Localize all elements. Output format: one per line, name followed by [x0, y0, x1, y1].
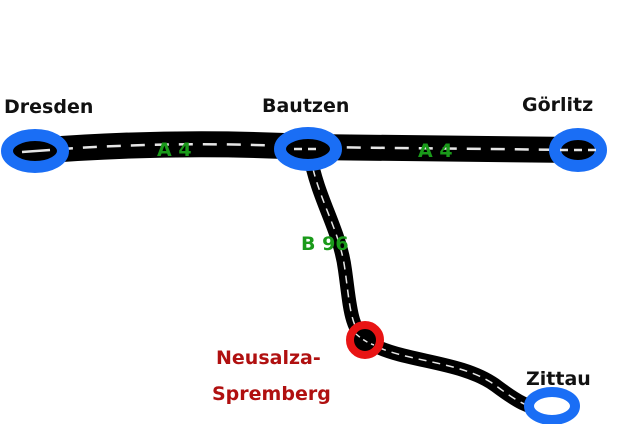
city-label-bautzen: Bautzen: [262, 95, 349, 117]
road-label-b96: B 96: [301, 233, 349, 255]
city-marker-goerlitz[interactable]: [549, 128, 607, 172]
city-marker-zittau[interactable]: [524, 387, 580, 424]
city-marker-bautzen[interactable]: [274, 127, 342, 171]
city-marker-neusalza-spremberg[interactable]: [346, 321, 384, 359]
city-label-dresden: Dresden: [4, 96, 93, 118]
road-label-a4-east: A 4: [418, 140, 453, 162]
city-label-zittau: Zittau: [526, 368, 591, 390]
city-label-goerlitz: Görlitz: [522, 94, 593, 116]
road-label-a4-west: A 4: [157, 139, 192, 161]
city-label-neusalza-line1: Neusalza-: [216, 347, 321, 369]
city-marker-dresden[interactable]: [1, 129, 69, 173]
road-b96: [303, 148, 557, 417]
city-label-neusalza-line2: Spremberg: [212, 383, 331, 405]
